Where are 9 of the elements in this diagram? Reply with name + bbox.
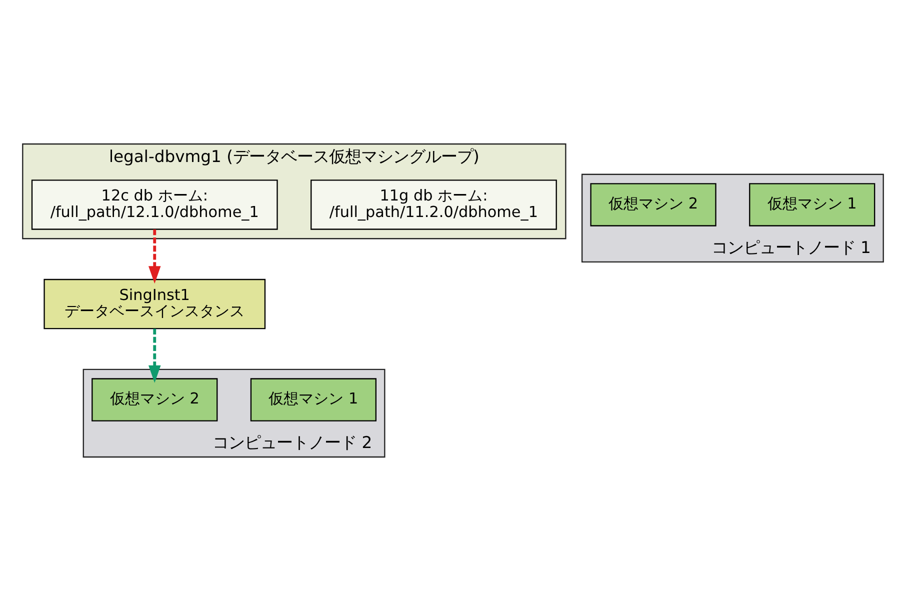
node-box: 11g db ホーム: /full_path/11.2.0/dbhome_1: [310, 179, 557, 230]
node-box: 仮想マシン 2: [92, 378, 218, 421]
arrow: [148, 328, 161, 382]
node-box: 仮想マシン 2: [590, 182, 716, 226]
node-box: 12c db ホーム: /full_path/12.1.0/dbhome_1: [31, 179, 278, 230]
node-box: 仮想マシン 1: [250, 378, 376, 421]
node-box: SingInst1 データベースインスタンス: [44, 278, 266, 329]
arrow: [148, 228, 161, 284]
node-box: 仮想マシン 1: [749, 182, 876, 226]
